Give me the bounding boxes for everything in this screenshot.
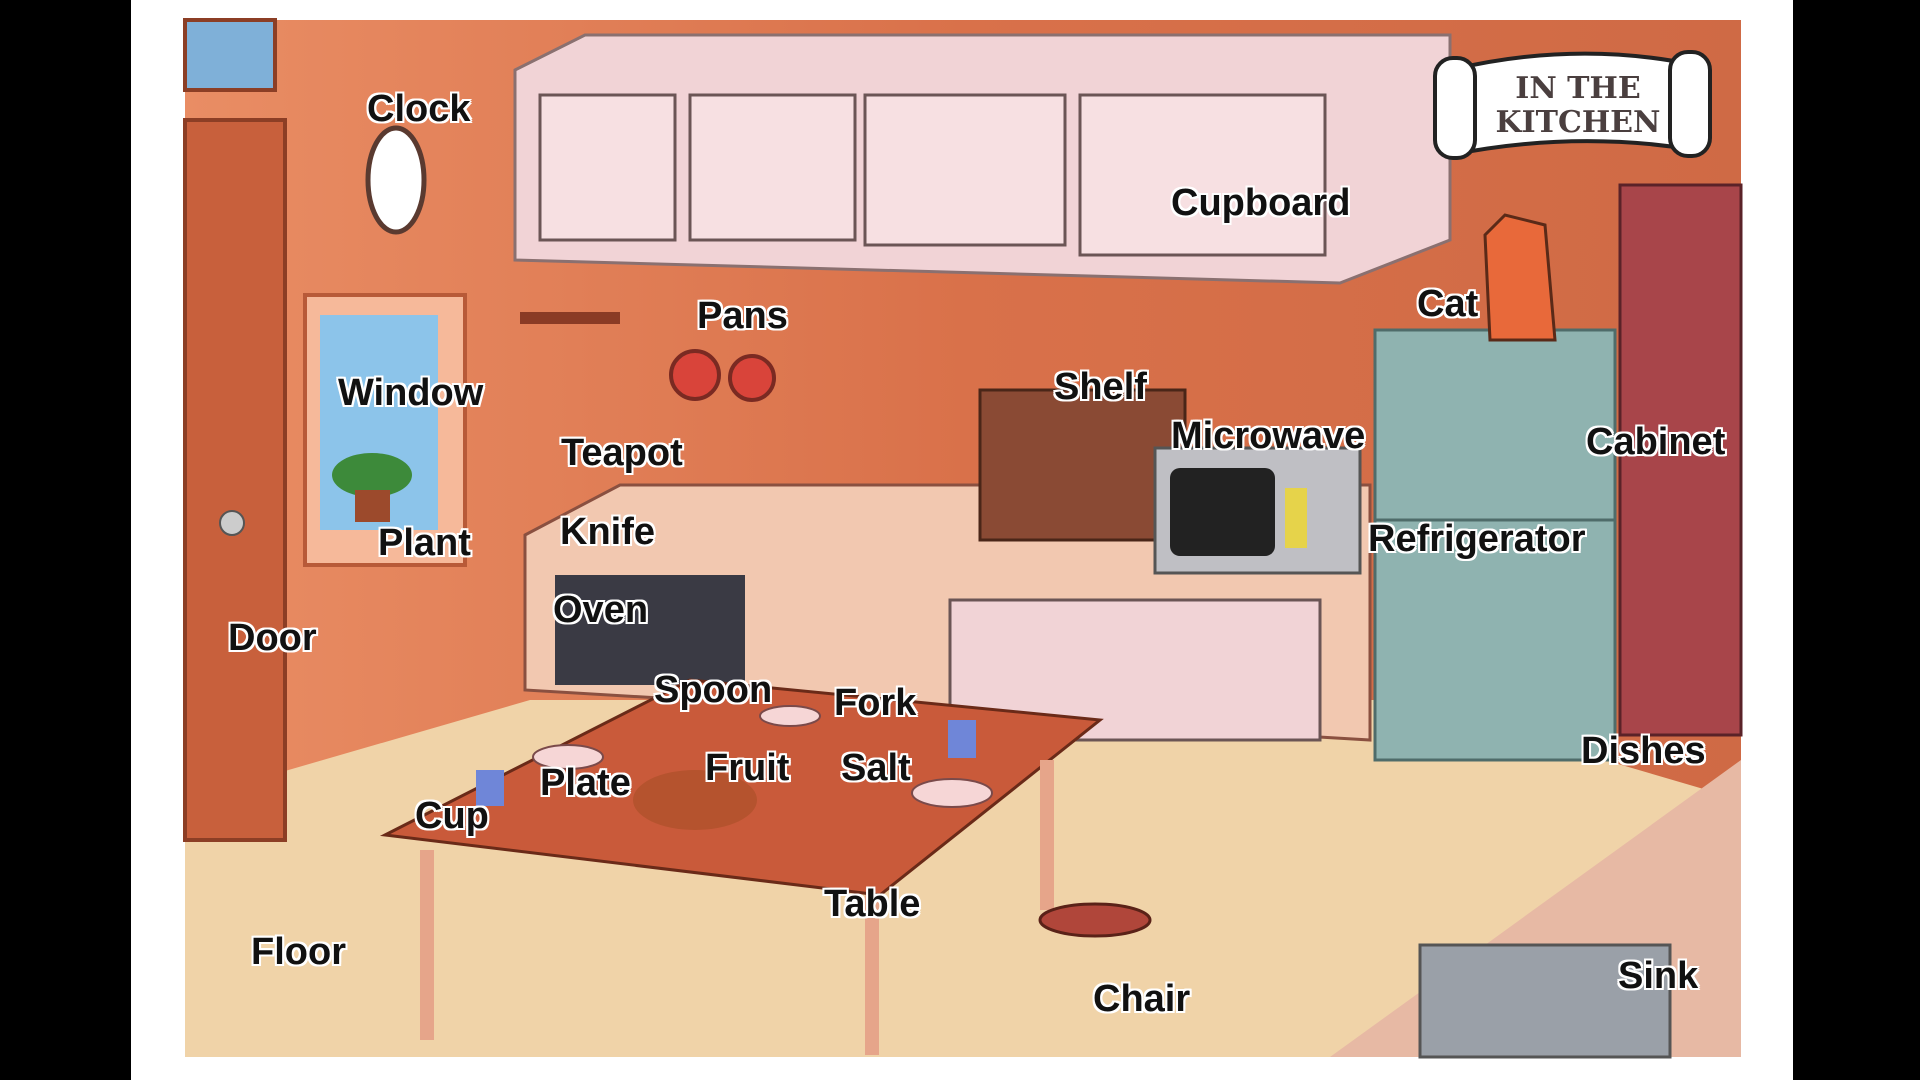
cupboard-door-3 <box>863 93 1067 247</box>
cup-icon <box>476 770 504 806</box>
label-cupboard: Cupboard <box>1171 182 1351 224</box>
plant-icon <box>332 453 412 497</box>
label-table: Table <box>824 883 921 925</box>
cupboard-door-4 <box>1078 93 1327 257</box>
pan-icon <box>728 354 776 402</box>
pan-icon <box>669 349 721 401</box>
label-fork: Fork <box>834 682 917 724</box>
label-teapot: Teapot <box>561 432 683 474</box>
banner-title: IN THE KITCHEN <box>1478 72 1678 140</box>
cupboard-door-1 <box>538 93 677 242</box>
plate-icon <box>532 744 604 770</box>
table-leg <box>865 895 879 1055</box>
label-cat: Cat <box>1417 283 1479 325</box>
clock-icon <box>365 125 427 235</box>
plate-icon <box>911 778 993 808</box>
label-oven: Oven <box>553 589 649 631</box>
label-fruit: Fruit <box>705 747 790 789</box>
banner-line-1: IN THE <box>1515 71 1641 106</box>
banner-roll-right <box>1668 50 1712 158</box>
chair <box>1038 902 1152 938</box>
cabinet <box>1618 183 1743 737</box>
microwave-keypad <box>1285 488 1307 548</box>
label-shelf: Shelf <box>1054 366 1147 408</box>
banner-line-2: KITCHEN <box>1495 105 1661 140</box>
cup-icon <box>948 720 976 758</box>
door <box>183 118 287 842</box>
label-salt: Salt <box>841 747 911 789</box>
label-window: Window <box>338 372 484 414</box>
label-knife: Knife <box>560 511 655 553</box>
refrigerator <box>1373 328 1617 762</box>
vent <box>183 18 277 92</box>
shelf <box>978 388 1187 542</box>
label-floor: Floor <box>251 931 346 973</box>
plant-pot <box>355 490 390 522</box>
label-chair: Chair <box>1093 978 1191 1020</box>
microwave-door <box>1170 468 1275 556</box>
cupboard-door-2 <box>688 93 857 242</box>
sink <box>1418 943 1672 1059</box>
label-refrigerator: Refrigerator <box>1368 518 1586 560</box>
label-pans: Pans <box>697 295 788 337</box>
label-plant: Plant <box>378 522 471 564</box>
oven <box>555 575 745 685</box>
label-clock: Clock <box>367 88 471 130</box>
cat-icon <box>1483 213 1557 342</box>
label-cup: Cup <box>415 795 489 837</box>
label-dishes: Dishes <box>1581 730 1706 772</box>
label-sink: Sink <box>1618 955 1699 997</box>
label-door: Door <box>228 617 317 659</box>
label-cabinet: Cabinet <box>1586 421 1726 463</box>
table-leg <box>420 850 434 1040</box>
fruit-bowl <box>633 770 757 830</box>
table-leg <box>1040 760 1054 910</box>
label-plate: Plate <box>540 762 631 804</box>
banner-roll-left <box>1433 56 1477 160</box>
label-microwave: Microwave <box>1171 415 1366 457</box>
door-knob <box>219 510 245 536</box>
utensil-rack <box>520 312 620 324</box>
label-spoon: Spoon <box>654 669 773 711</box>
plate-icon <box>759 705 821 727</box>
